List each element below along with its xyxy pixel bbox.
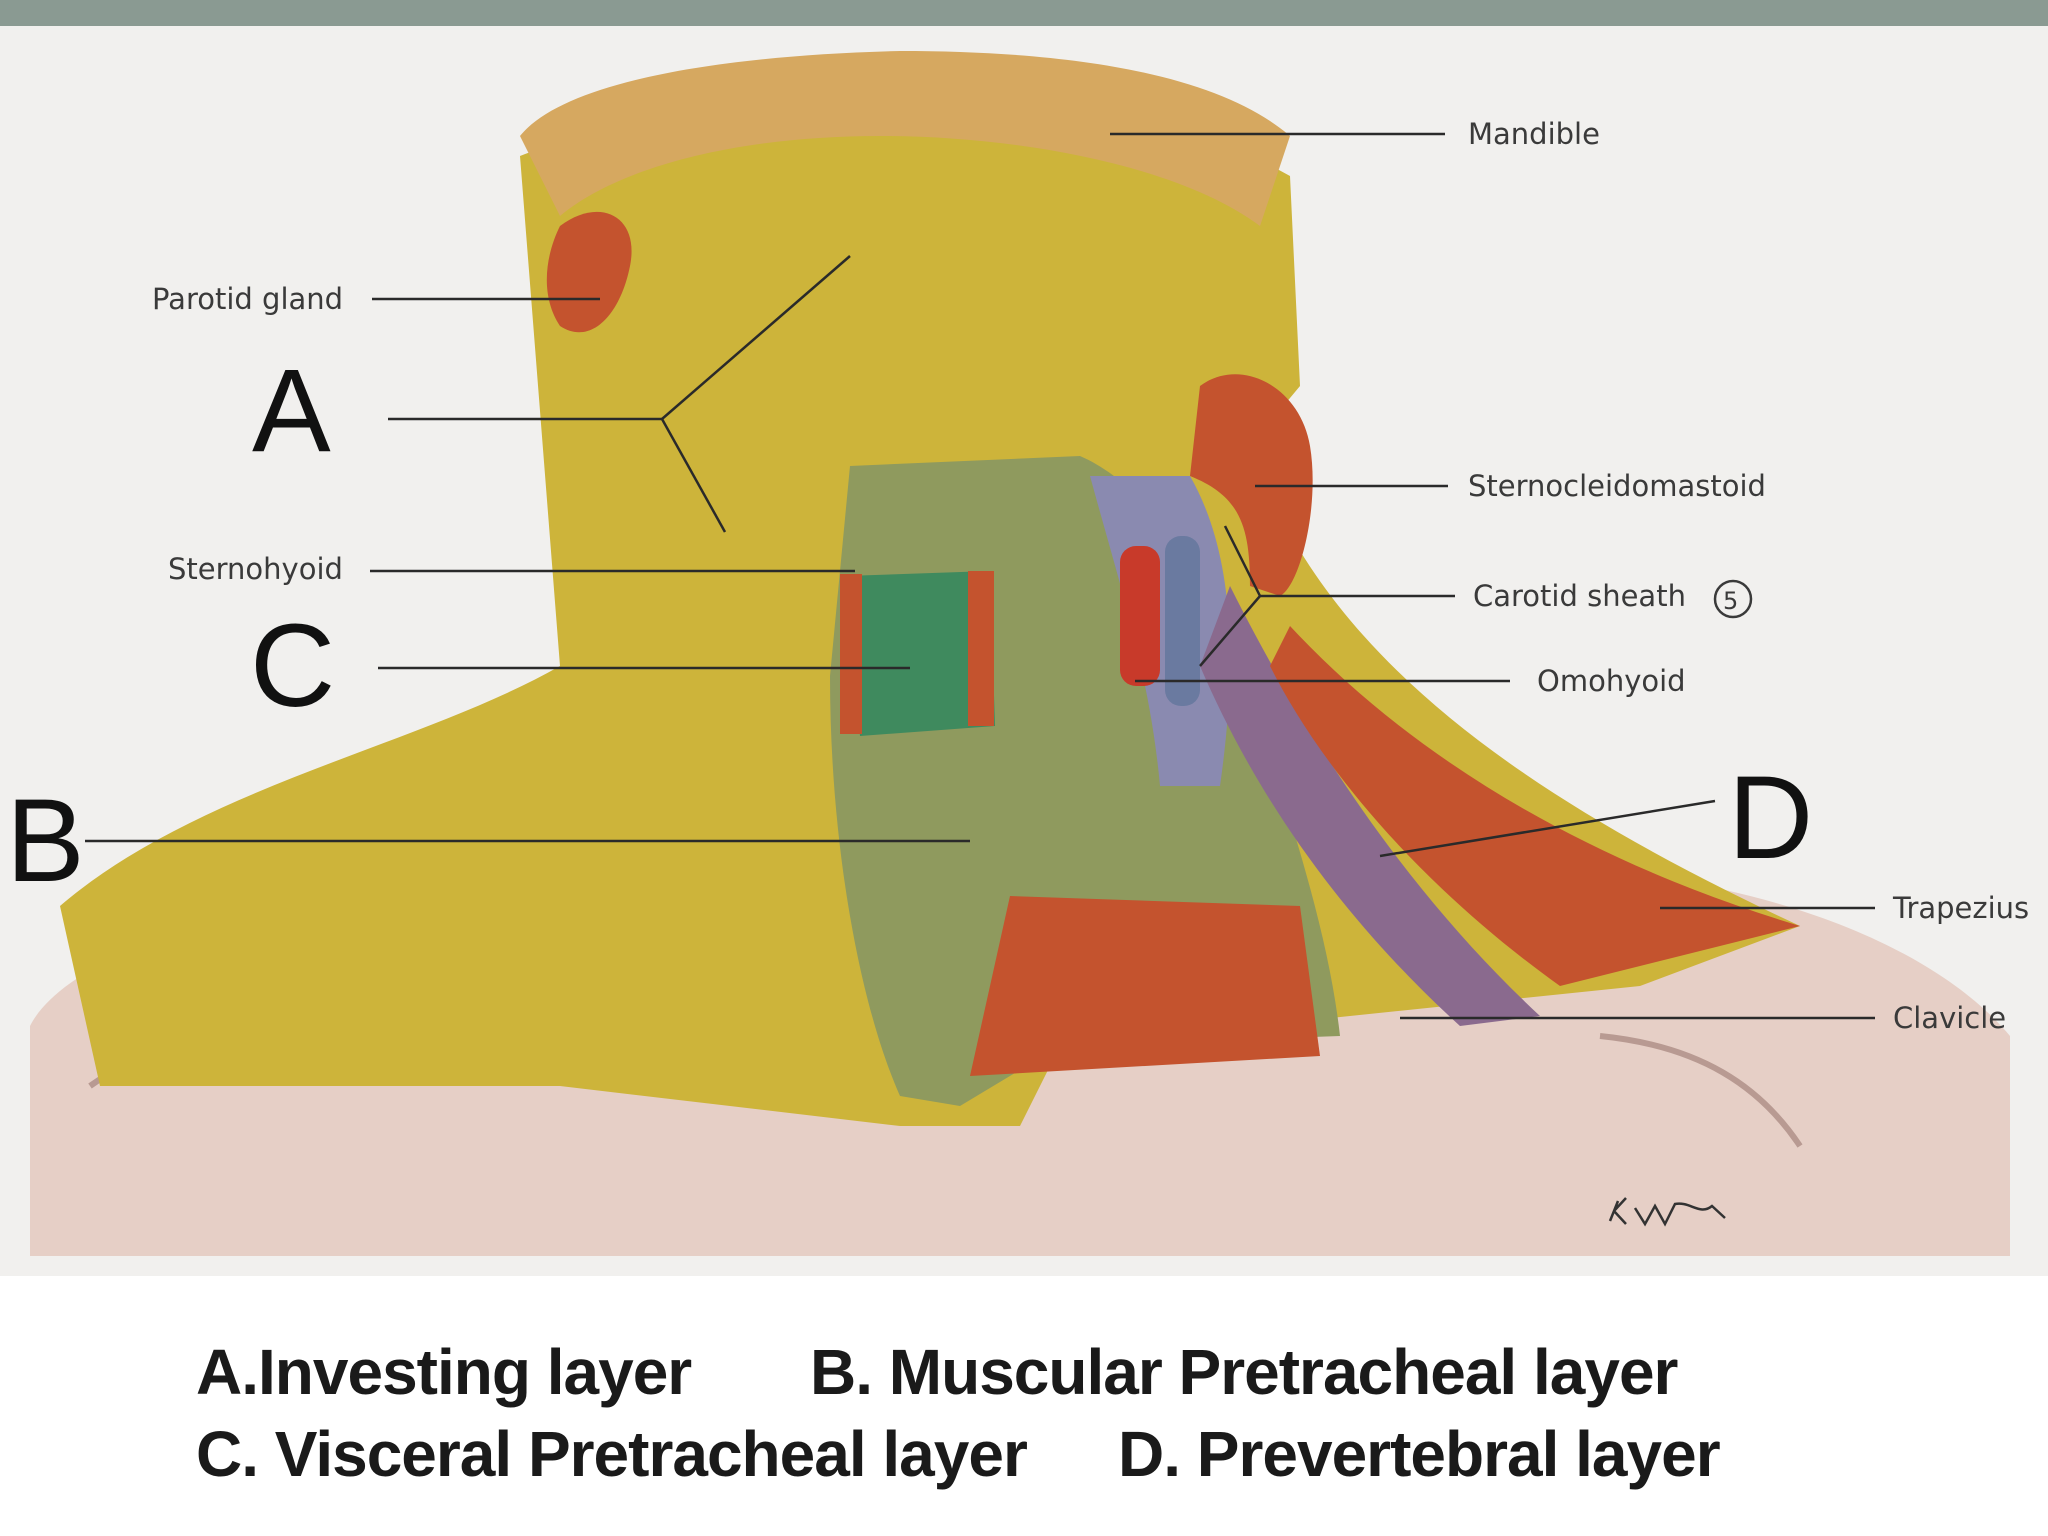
legend-item-b: B. Muscular Pretracheal layer [810,1336,1678,1408]
label-mandible: Mandible [1468,117,1600,151]
legend-item-a: A.Investing layer [196,1336,692,1408]
anatomy-figure: Mandible Parotid gland Sternocleidomasto… [6,51,2029,1256]
lower-muscle-bundle [970,896,1320,1076]
sternocleidomastoid-shape [1190,374,1313,596]
trapezius-shape [1270,626,1800,986]
label-parotid-gland: Parotid gland [152,282,343,316]
top-bar [0,0,2048,26]
marker-c: C [250,600,335,732]
carotid-sheath-number-circle [1713,579,1753,619]
legend-item-d: D. Prevertebral layer [1118,1418,1721,1490]
label-omohyoid: Omohyoid [1537,664,1686,698]
label-trapezius: Trapezius [1892,891,2029,925]
legend-item-c: C. Visceral Pretracheal layer [196,1418,1028,1490]
marker-a: A [252,345,331,477]
prevertebral-layer-region [1200,586,1540,1026]
visceral-layer-window [845,571,995,736]
neck-fascia-illustration: Mandible Parotid gland Sternocleidomasto… [0,26,2048,1276]
label-clavicle: Clavicle [1893,1001,2006,1035]
marker-b: B [6,775,85,907]
marker-d: D [1728,752,1813,884]
artist-signature [1608,1197,1726,1227]
mandible-bone [520,51,1290,226]
sternohyoid-left-edge [840,574,862,734]
parotid-gland-shape [546,211,632,333]
label-carotid-sheath: Carotid sheath [1473,579,1686,613]
sternohyoid-right-edge [968,571,994,726]
label-sternocleidomastoid: Sternocleidomastoid [1468,469,1766,503]
label-carotid-sheath-number: 5 [1723,587,1738,615]
label-sternohyoid: Sternohyoid [168,552,343,586]
